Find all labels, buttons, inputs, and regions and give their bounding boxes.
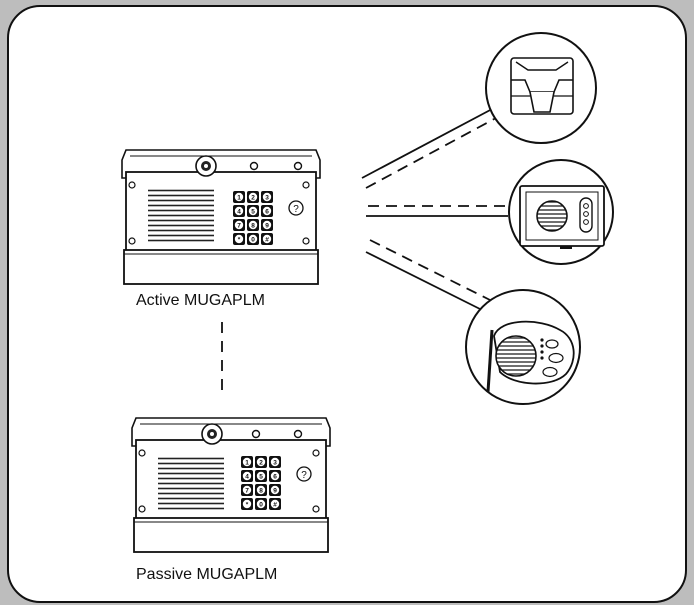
keypad-key-label: 2 [251, 195, 255, 202]
keypad-key: 1 [241, 456, 253, 468]
passive-unit-label: Passive MUGAPLM [136, 566, 278, 583]
cordless-phone-icon [486, 320, 575, 393]
keypad-key: 5 [255, 470, 267, 482]
intercom-station-device [508, 159, 614, 265]
keypad-key-label: 9 [265, 223, 269, 230]
keypad-key-label: 0 [259, 502, 263, 509]
keypad-key: 4 [241, 470, 253, 482]
keypad-key-label: 2 [259, 460, 263, 467]
keypad-key: 9 [261, 219, 273, 231]
handset-phone-device [485, 32, 597, 144]
keypad-key-label: 9 [273, 488, 277, 495]
active-mugaplm-unit: ? 1 2 3 4 5 6 7 8 9 * 0 # [121, 149, 321, 285]
keypad-key: 3 [269, 456, 281, 468]
speaker-grille [148, 188, 214, 242]
keypad-key: 7 [233, 219, 245, 231]
passive-mugaplm-unit: ? 1 2 3 4 5 6 7 8 9 * 0 # [131, 417, 331, 553]
keypad-key: 1 [233, 191, 245, 203]
keypad-key-label: 6 [265, 209, 269, 216]
keypad-key-label: 8 [259, 488, 263, 495]
keypad-key: 9 [269, 484, 281, 496]
keypad-key: 0 [247, 233, 259, 245]
keypad-key-label: 3 [265, 195, 269, 202]
keypad-key: 0 [255, 498, 267, 510]
keypad-key: 6 [269, 470, 281, 482]
handset-phone-icon [510, 57, 574, 115]
keypad-key: * [241, 498, 253, 510]
device-links [361, 107, 508, 313]
keypad-key-label: 1 [237, 195, 241, 202]
intercom-station-icon [519, 185, 605, 249]
lock-icon [201, 423, 223, 445]
keypad-key: # [269, 498, 281, 510]
keypad-key: * [233, 233, 245, 245]
keypad-key: 2 [255, 456, 267, 468]
keypad-key-label: # [273, 502, 277, 509]
keypad: 1 2 3 4 5 6 7 8 9 * 0 # [233, 191, 273, 245]
keypad-key: 4 [233, 205, 245, 217]
keypad-key-label: 3 [273, 460, 277, 467]
speaker-grille [158, 456, 224, 510]
svg-text:?: ? [301, 470, 307, 481]
active-unit-label: Active MUGAPLM [136, 292, 265, 309]
keypad-key-label: 4 [237, 209, 241, 216]
keypad-key: 5 [247, 205, 259, 217]
keypad-key: # [261, 233, 273, 245]
keypad-key-label: * [238, 237, 241, 244]
keypad-key: 8 [255, 484, 267, 496]
keypad-key-label: 7 [237, 223, 241, 230]
keypad-key: 7 [241, 484, 253, 496]
call-button-icon: ? [296, 466, 312, 482]
cordless-phone-device [465, 289, 581, 405]
lock-icon [195, 155, 217, 177]
keypad-key-label: 1 [245, 460, 249, 467]
keypad-key-label: 5 [259, 474, 263, 481]
keypad-key: 3 [261, 191, 273, 203]
call-button-icon: ? [288, 200, 304, 216]
keypad-key: 2 [247, 191, 259, 203]
keypad-key-label: 0 [251, 237, 255, 244]
keypad-key-label: 4 [245, 474, 249, 481]
keypad-key-label: 5 [251, 209, 255, 216]
keypad-key-label: 6 [273, 474, 277, 481]
keypad-key-label: # [265, 237, 269, 244]
keypad-key-label: 7 [245, 488, 249, 495]
keypad-key-label: * [246, 502, 249, 509]
keypad-key: 8 [247, 219, 259, 231]
keypad-key: 6 [261, 205, 273, 217]
keypad-key-label: 8 [251, 223, 255, 230]
svg-text:?: ? [293, 204, 299, 215]
keypad: 1 2 3 4 5 6 7 8 9 * 0 # [241, 456, 281, 510]
